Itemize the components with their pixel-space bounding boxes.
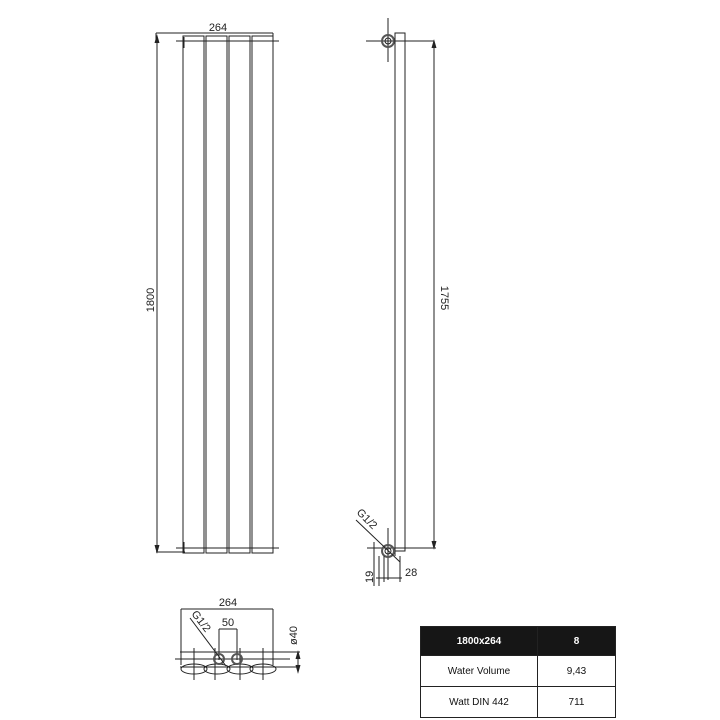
bottom-width-label: 264 — [219, 597, 237, 609]
bottom-view: 264 50 G1/2 ø40 — [175, 597, 301, 680]
bottom-diameter-label: ø40 — [288, 626, 300, 645]
spec-table-header: 1800x264 8 — [420, 626, 616, 656]
row-label: Watt DIN 442 — [420, 686, 538, 718]
table-row: Watt DIN 442 711 — [420, 686, 616, 718]
front-view: 264 1800 — [145, 22, 279, 554]
side-depth-label: 28 — [405, 567, 417, 579]
side-connection-label: G1/2 — [354, 507, 379, 532]
side-offset-label: 19 — [364, 571, 376, 583]
model-value-cell: 8 — [537, 626, 616, 656]
spec-table: 1800x264 8 Water Volume 9,43 Watt DIN 44… — [420, 626, 616, 718]
table-row: Water Volume 9,43 — [420, 655, 616, 687]
row-label: Water Volume — [420, 655, 538, 687]
side-height-label: 1755 — [438, 286, 450, 310]
row-value: 9,43 — [537, 655, 616, 687]
front-width-label: 264 — [209, 22, 227, 34]
model-cell: 1800x264 — [420, 626, 538, 656]
front-height-label: 1800 — [145, 288, 157, 312]
bottom-spacing-label: 50 — [222, 617, 234, 629]
row-value: 711 — [537, 686, 616, 718]
side-view: 1755 G1/2 19 28 — [354, 18, 450, 586]
